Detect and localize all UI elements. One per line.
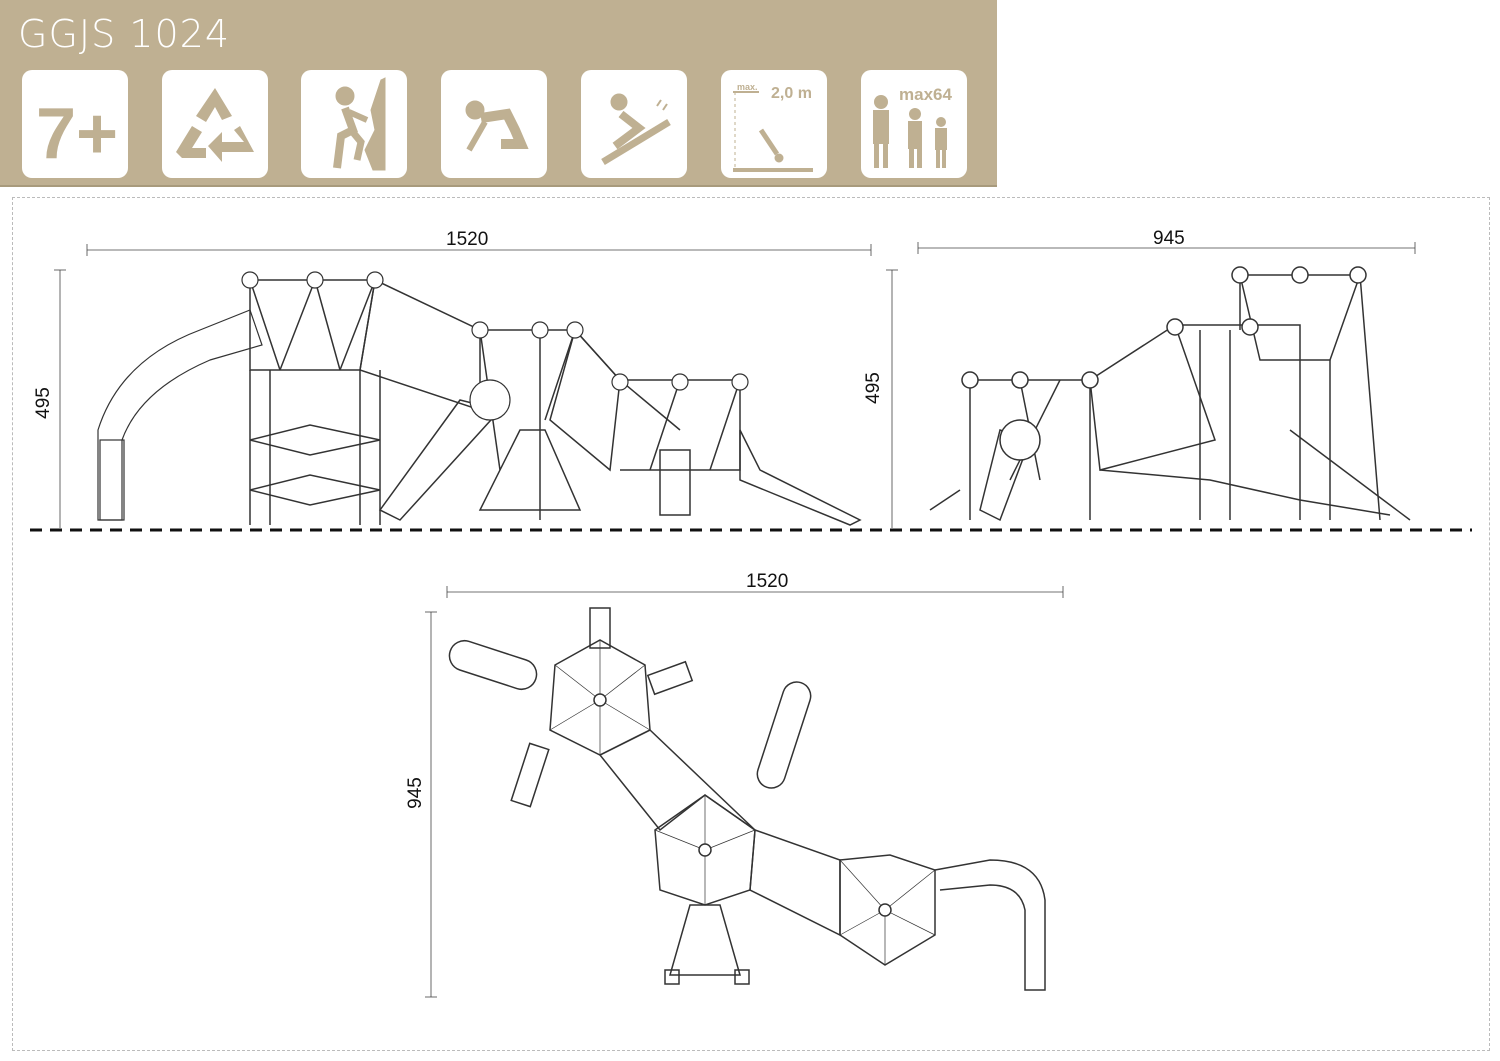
sliding-icon [581,70,687,178]
dimension-lines [54,242,1416,998]
fall-height-icon: max. 2,0 m [721,70,827,178]
age-icon: 7+ [22,70,128,178]
product-code: GGJS 1024 [18,12,231,56]
header-banner: GGJS 1024 7+ max. 2,0 m max64 [0,0,997,187]
side-width-label: 1520 [446,229,489,250]
drawing-frame [12,197,1490,1051]
side-view [97,271,862,526]
age-label: 7+ [36,94,118,174]
capacity-label: max64 [899,85,952,104]
recycle-icon [162,70,268,178]
climbing-icon [301,70,407,178]
top-width-label: 1520 [746,571,789,592]
capacity-icon: max64 [861,70,967,178]
top-view [448,607,1046,991]
front-width-label: 945 [1153,228,1185,249]
fall-height-max-label: max. [737,82,758,92]
crawling-icon [441,70,547,178]
fall-height-value: 2,0 m [771,85,812,102]
front-view [929,266,1411,522]
